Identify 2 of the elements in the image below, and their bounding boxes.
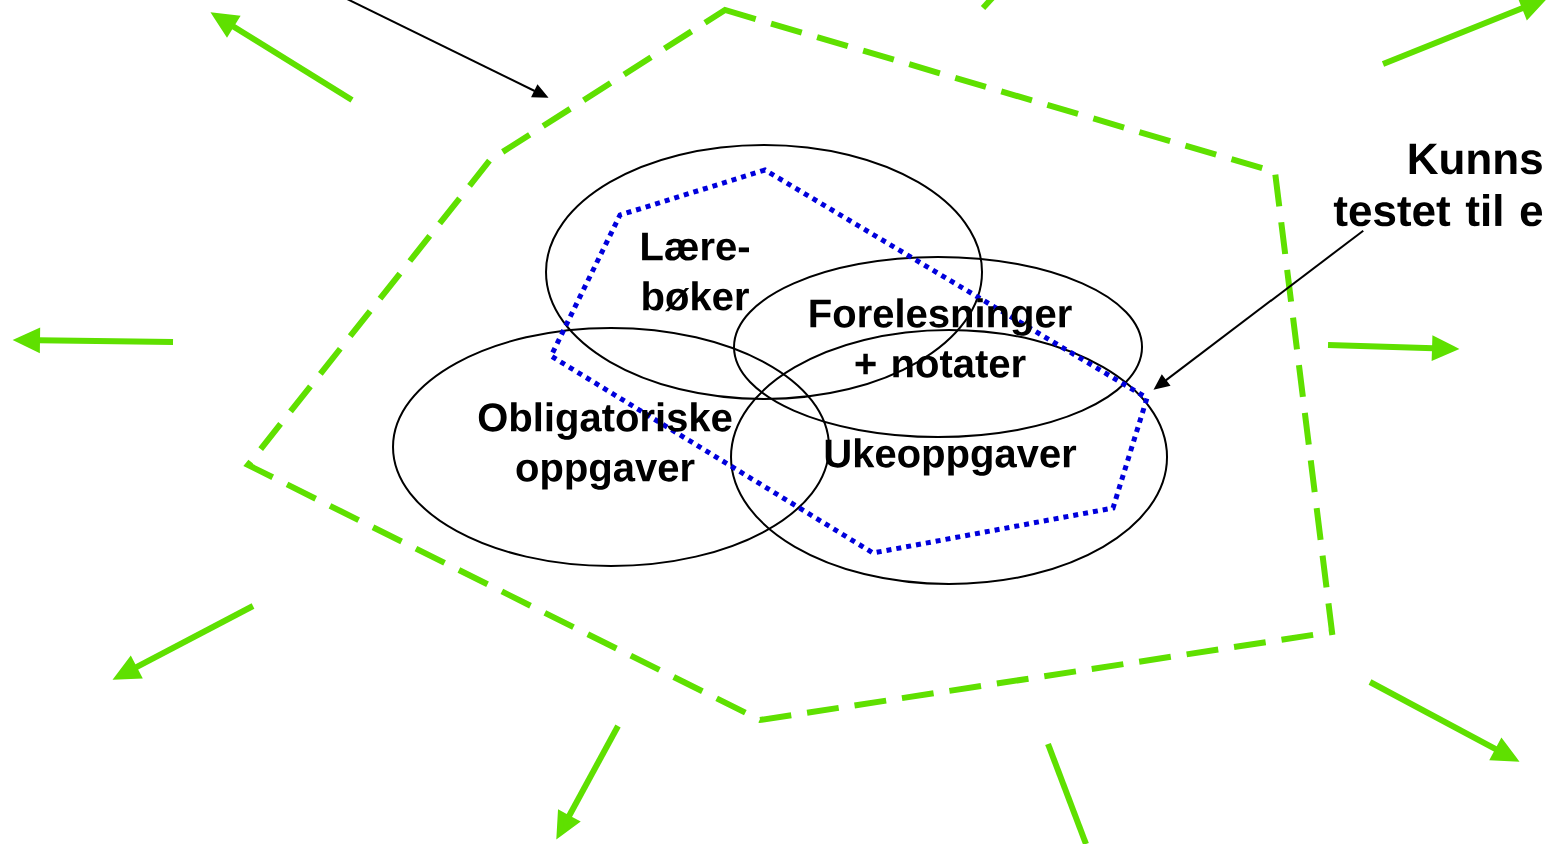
ellipse-label: Lære- bøker	[642, 232, 749, 312]
note-text: Kunns testet til e	[1333, 143, 1543, 227]
